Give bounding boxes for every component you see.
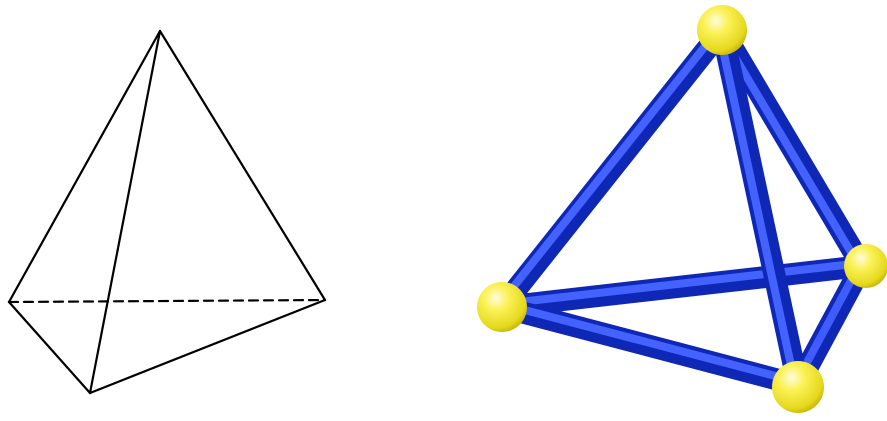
- wire-edge-apex-right: [158, 29, 327, 302]
- stick-left-front-highlight: [498, 300, 802, 386]
- ball-front: [772, 361, 824, 413]
- wire-edge-apex-left: [7, 29, 162, 304]
- ball-apex: [697, 5, 747, 55]
- wire-edge-apex-front: [88, 29, 162, 395]
- stick-left-right-highlight: [498, 259, 866, 308]
- ball-stick-tetrahedron: [477, 5, 887, 413]
- ball-left: [477, 282, 527, 332]
- wire-edge-hidden-dashed: [7, 298, 327, 304]
- wireframe-tetrahedron: [7, 29, 327, 395]
- stick-apex-right-highlight: [716, 28, 862, 268]
- stick-apex-front-highlight: [715, 27, 799, 388]
- wire-edge-left-front: [7, 300, 92, 395]
- ball-group: [477, 5, 887, 413]
- stick-group: [491, 19, 873, 396]
- stick-apex-left-highlight: [495, 26, 722, 309]
- wire-edge-front-right: [88, 298, 327, 395]
- ball-right: [844, 244, 887, 288]
